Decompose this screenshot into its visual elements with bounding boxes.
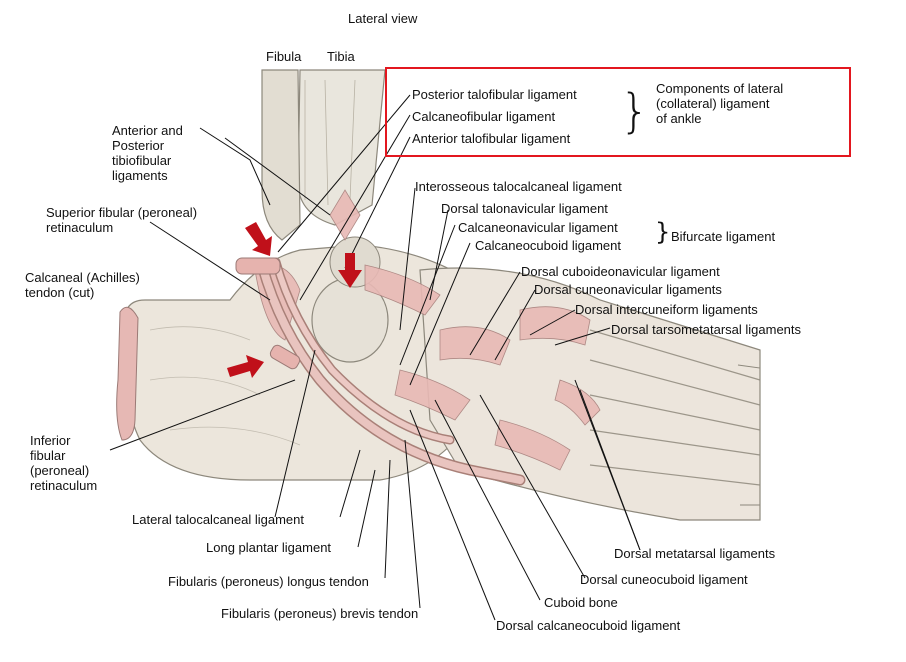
label-fibularis-longus: Fibularis (peroneus) longus tendon [168,574,369,589]
leg-bones [261,69,386,241]
arrow-anterior-talofibular [338,253,362,288]
label-cuboid-bone: Cuboid bone [544,595,618,610]
fibular-tendons [256,257,526,486]
label-dorsal-calcaneocuboid: Dorsal calcaneocuboid ligament [496,618,681,633]
label-lateral-ligament-group: Components of lateral (collateral) ligam… [656,81,784,126]
lateral-ligament-highlight-box [385,67,851,157]
label-dorsal-tarsometatarsal: Dorsal tarsometatarsal ligaments [611,322,802,337]
label-long-plantar: Long plantar ligament [206,540,332,555]
label-fibula: Fibula [266,49,302,64]
label-tibiofibular-ligaments: Anterior and Posterior tibiofibular liga… [112,123,183,183]
red-arrows [227,222,362,378]
brace-lateral-ligament: } [620,84,650,138]
label-dorsal-intercuneiform: Dorsal intercuneiform ligaments [575,302,758,317]
arrow-posterior-talofibular [245,222,272,256]
label-superior-retinaculum: Superior fibular (peroneal) retinaculum [46,205,198,235]
label-dorsal-cuneocuboid: Dorsal cuneocuboid ligament [580,572,748,587]
achilles-tendon [116,306,139,441]
label-tibia: Tibia [327,49,355,64]
label-calcaneocuboid: Calcaneocuboid ligament [475,238,621,253]
label-calcaneonavicular: Calcaneonavicular ligament [458,220,618,235]
ligaments [254,189,601,471]
label-fibularis-brevis: Fibularis (peroneus) brevis tendon [221,606,419,621]
label-dorsal-metatarsal: Dorsal metatarsal ligaments [614,546,776,561]
label-bifurcate-ligament: Bifurcate ligament [671,229,776,244]
label-dorsal-cuboideonavicular: Dorsal cuboideonavicular ligament [521,264,720,279]
view-title: Lateral view [348,11,418,26]
superior-retinaculum [235,257,281,275]
arrow-calcaneofibular [227,355,264,378]
label-inferior-retinaculum: Inferior fibular (peroneal) retinaculum [30,433,98,493]
forefoot [419,267,761,521]
label-posterior-talofibular: Posterior talofibular ligament [412,87,577,102]
label-lateral-talocalcaneal: Lateral talocalcaneal ligament [132,512,304,527]
inferior-retinaculum [269,344,301,370]
leader-lines [109,94,641,621]
label-calcaneofibular: Calcaneofibular ligament [412,109,556,124]
label-achilles-tendon: Calcaneal (Achilles) tendon (cut) [25,270,140,300]
label-dorsal-cuneonavicular: Dorsal cuneonavicular ligaments [534,282,722,297]
label-anterior-talofibular: Anterior talofibular ligament [412,131,571,146]
label-dorsal-talonavicular: Dorsal talonavicular ligament [441,201,608,216]
label-interosseous-talocalcaneal: Interosseous talocalcaneal ligament [415,179,622,194]
brace-bifurcate: } [655,218,671,246]
